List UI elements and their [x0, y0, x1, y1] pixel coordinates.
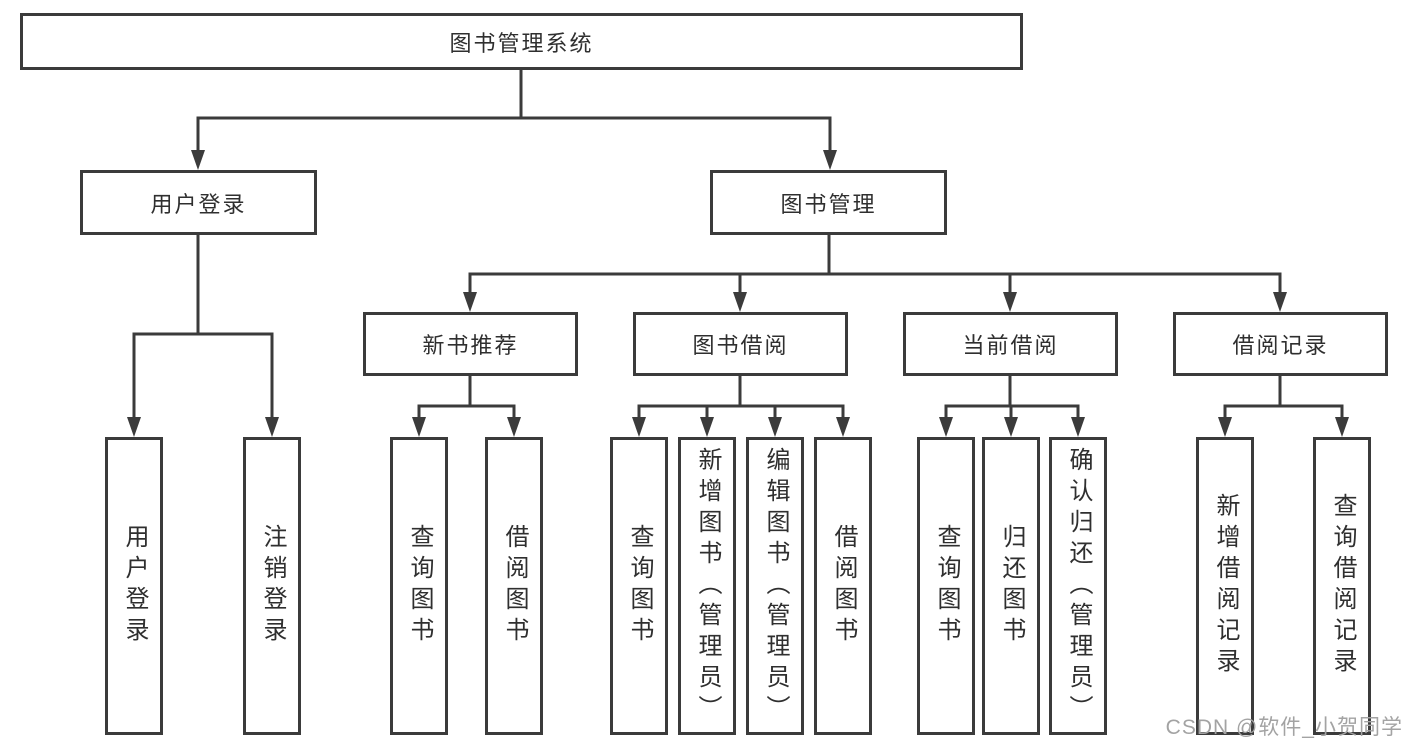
leaf-query-books-borrow: 查询图书 — [610, 437, 668, 735]
leaf-query-books-recommend: 查询图书 — [390, 437, 448, 735]
leaf-query-borrow-record-label: 查询借阅记录 — [1329, 493, 1356, 679]
node-root-label: 图书管理系统 — [449, 30, 594, 56]
leaf-query-books-borrow-label: 查询图书 — [626, 524, 653, 648]
node-book-management-label: 图书管理 — [780, 191, 877, 217]
node-book-borrow-label: 图书借阅 — [692, 333, 789, 358]
node-current-borrow-label: 当前借阅 — [962, 333, 1059, 358]
leaf-add-borrow-record-label: 新增借阅记录 — [1212, 493, 1239, 679]
leaf-borrow-books-recommend: 借阅图书 — [485, 437, 543, 735]
node-borrow-records: 借阅记录 — [1173, 312, 1388, 376]
leaf-add-borrow-record: 新增借阅记录 — [1196, 437, 1254, 735]
leaf-add-books-admin: 新增图书（管理员） — [678, 437, 736, 735]
node-current-borrow: 当前借阅 — [903, 312, 1118, 376]
leaf-logout-label: 注销登录 — [259, 524, 286, 648]
leaf-edit-books-admin: 编辑图书（管理员） — [746, 437, 804, 735]
leaf-borrow-books-label: 借阅图书 — [830, 524, 857, 648]
leaf-query-books-recommend-label: 查询图书 — [406, 524, 433, 648]
node-user-login-label: 用户登录 — [150, 191, 247, 217]
leaf-query-books-current-label: 查询图书 — [933, 524, 960, 648]
leaf-borrow-books: 借阅图书 — [814, 437, 872, 735]
leaf-borrow-books-recommend-label: 借阅图书 — [501, 524, 528, 648]
node-user-login: 用户登录 — [80, 170, 317, 235]
leaf-return-books-label: 归还图书 — [998, 524, 1025, 648]
leaf-return-books: 归还图书 — [982, 437, 1040, 735]
node-book-management: 图书管理 — [710, 170, 947, 235]
node-borrow-records-label: 借阅记录 — [1232, 333, 1329, 358]
leaf-edit-books-admin-label: 编辑图书（管理员） — [762, 446, 789, 726]
leaf-user-login: 用户登录 — [105, 437, 163, 735]
node-new-book-recommend-label: 新书推荐 — [422, 333, 519, 358]
leaf-user-login-label: 用户登录 — [121, 524, 148, 648]
leaf-confirm-return-admin: 确认归还（管理员） — [1049, 437, 1107, 735]
csdn-watermark: CSDN @软件_小贺同学 — [1165, 716, 1403, 739]
node-new-book-recommend: 新书推荐 — [363, 312, 578, 376]
leaf-query-borrow-record: 查询借阅记录 — [1313, 437, 1371, 735]
leaf-add-books-admin-label: 新增图书（管理员） — [694, 446, 721, 726]
node-root: 图书管理系统 — [20, 13, 1023, 70]
leaf-logout: 注销登录 — [243, 437, 301, 735]
leaf-query-books-current: 查询图书 — [917, 437, 975, 735]
node-book-borrow: 图书借阅 — [633, 312, 848, 376]
leaf-confirm-return-admin-label: 确认归还（管理员） — [1065, 446, 1092, 726]
